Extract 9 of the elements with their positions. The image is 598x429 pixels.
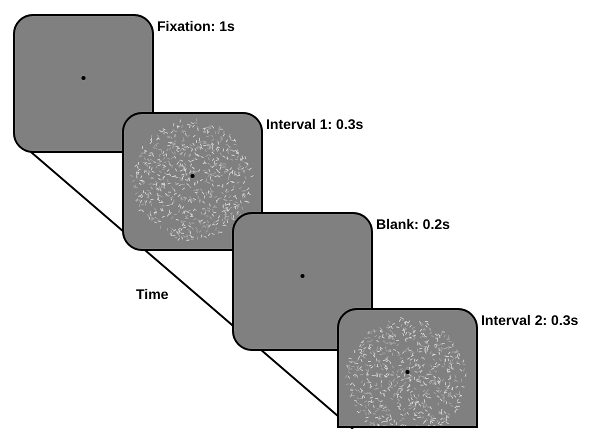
duration-label: Interval 2: 0.3s	[481, 312, 578, 328]
duration-label: Fixation: 1s	[157, 18, 235, 34]
screen-box	[122, 112, 263, 251]
duration-label: Blank: 0.2s	[376, 216, 450, 232]
duration-label: Interval 1: 0.3s	[266, 116, 364, 132]
screen-box	[13, 14, 154, 153]
axis-label: Time	[136, 286, 168, 302]
screen-box	[337, 308, 478, 428]
screen-box	[232, 212, 373, 351]
